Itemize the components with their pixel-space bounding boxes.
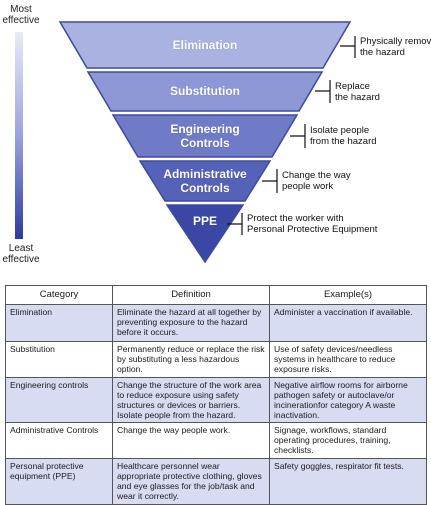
tier-administrative-shape bbox=[138, 160, 272, 202]
elimination-annotation-line2: the hazard bbox=[360, 47, 405, 58]
ppe-bracket bbox=[227, 213, 243, 235]
tier-elimination-shape bbox=[58, 21, 352, 69]
cell-examples: Use of safety devices/needless systems i… bbox=[269, 341, 427, 378]
tier-substitution-shape bbox=[86, 71, 324, 112]
tier-substitution-label: Substitution bbox=[170, 84, 240, 98]
substitution-annotation: Replace the hazard bbox=[335, 81, 380, 103]
administrative-annotation-line1: Change the way bbox=[282, 170, 351, 181]
tier-engineering-label-line1: Engineering bbox=[170, 122, 240, 136]
tier-administrative-label-line1: Administrative bbox=[163, 167, 247, 181]
engineering-annotation-line1: Isolate people bbox=[310, 125, 370, 136]
hierarchy-table: Category Definition Example(s) Eliminati… bbox=[5, 285, 427, 505]
tier-administrative-label-line2: Controls bbox=[180, 181, 230, 195]
tier-ppe-label: PPE bbox=[192, 214, 217, 228]
substitution-annotation-line1: Replace bbox=[335, 81, 370, 92]
header-examples: Example(s) bbox=[269, 285, 427, 305]
cell-examples: Signage, workflows, standard operating p… bbox=[269, 422, 427, 459]
ppe-annotation-line2: Personal Protective Equipment bbox=[247, 224, 378, 235]
controls-table: Category Definition Example(s) Eliminati… bbox=[5, 285, 427, 505]
tier-administrative-label: Administrative Controls bbox=[130, 167, 280, 195]
cell-category: Substitution bbox=[5, 341, 113, 378]
table-row: Substitution Permanently reduce or repla… bbox=[5, 341, 427, 378]
tier-ppe-shape bbox=[165, 204, 245, 264]
administrative-annotation-line2: people work bbox=[282, 181, 334, 192]
table-row: Personal protective equipment (PPE) Heal… bbox=[5, 458, 427, 505]
header-category: Category bbox=[5, 285, 113, 305]
engineering-bracket bbox=[290, 124, 306, 148]
administrative-bracket bbox=[262, 169, 278, 193]
table-row: Engineering controls Change the structur… bbox=[5, 377, 427, 423]
tier-elimination-label: Elimination bbox=[172, 38, 238, 52]
tier-engineering-label: Engineering Controls bbox=[130, 122, 280, 150]
elimination-annotation: Physically remove the hazard bbox=[360, 36, 431, 58]
effectiveness-gradient-bar bbox=[15, 32, 23, 239]
cell-definition: Eliminate the hazard at all together by … bbox=[112, 304, 270, 342]
cell-examples: Negative airflow rooms for airborne path… bbox=[269, 377, 427, 423]
elimination-annotation-line1: Physically remove bbox=[360, 36, 431, 47]
elimination-bracket bbox=[340, 36, 356, 58]
substitution-bracket bbox=[315, 80, 331, 103]
table-row: Administrative Controls Change the way p… bbox=[5, 422, 427, 459]
ppe-annotation: Protect the worker with Personal Protect… bbox=[247, 213, 377, 235]
cell-category: Elimination bbox=[5, 304, 113, 342]
administrative-annotation: Change the way people work bbox=[282, 170, 351, 192]
cell-definition: Change the way people work. bbox=[112, 422, 270, 459]
tier-engineering-shape bbox=[111, 114, 299, 158]
cell-definition: Permanently reduce or replace the risk b… bbox=[112, 341, 270, 378]
cell-definition: Healthcare personnel wear appropriate pr… bbox=[112, 458, 270, 505]
header-definition: Definition bbox=[112, 285, 270, 305]
cell-definition: Change the structure of the work area to… bbox=[112, 377, 270, 423]
most-effective-label: Most effective bbox=[2, 4, 40, 26]
cell-examples: Safety goggles, respirator fit tests. bbox=[269, 458, 427, 505]
cell-category: Administrative Controls bbox=[5, 422, 113, 459]
cell-category: Personal protective equipment (PPE) bbox=[5, 458, 113, 505]
table-row: Elimination Eliminate the hazard at all … bbox=[5, 304, 427, 342]
tier-engineering-label-line2: Controls bbox=[180, 136, 230, 150]
hierarchy-pyramid bbox=[58, 21, 356, 264]
cell-category: Engineering controls bbox=[5, 377, 113, 423]
least-effective-label: Least effective bbox=[2, 243, 40, 265]
ppe-annotation-line1: Protect the worker with bbox=[247, 213, 344, 224]
cell-examples: Administer a vaccination if available. bbox=[269, 304, 427, 342]
engineering-annotation-line2: from the hazard bbox=[310, 136, 377, 147]
engineering-annotation: Isolate people from the hazard bbox=[310, 125, 377, 147]
substitution-annotation-line2: the hazard bbox=[335, 92, 380, 103]
table-header-row: Category Definition Example(s) bbox=[5, 285, 427, 305]
